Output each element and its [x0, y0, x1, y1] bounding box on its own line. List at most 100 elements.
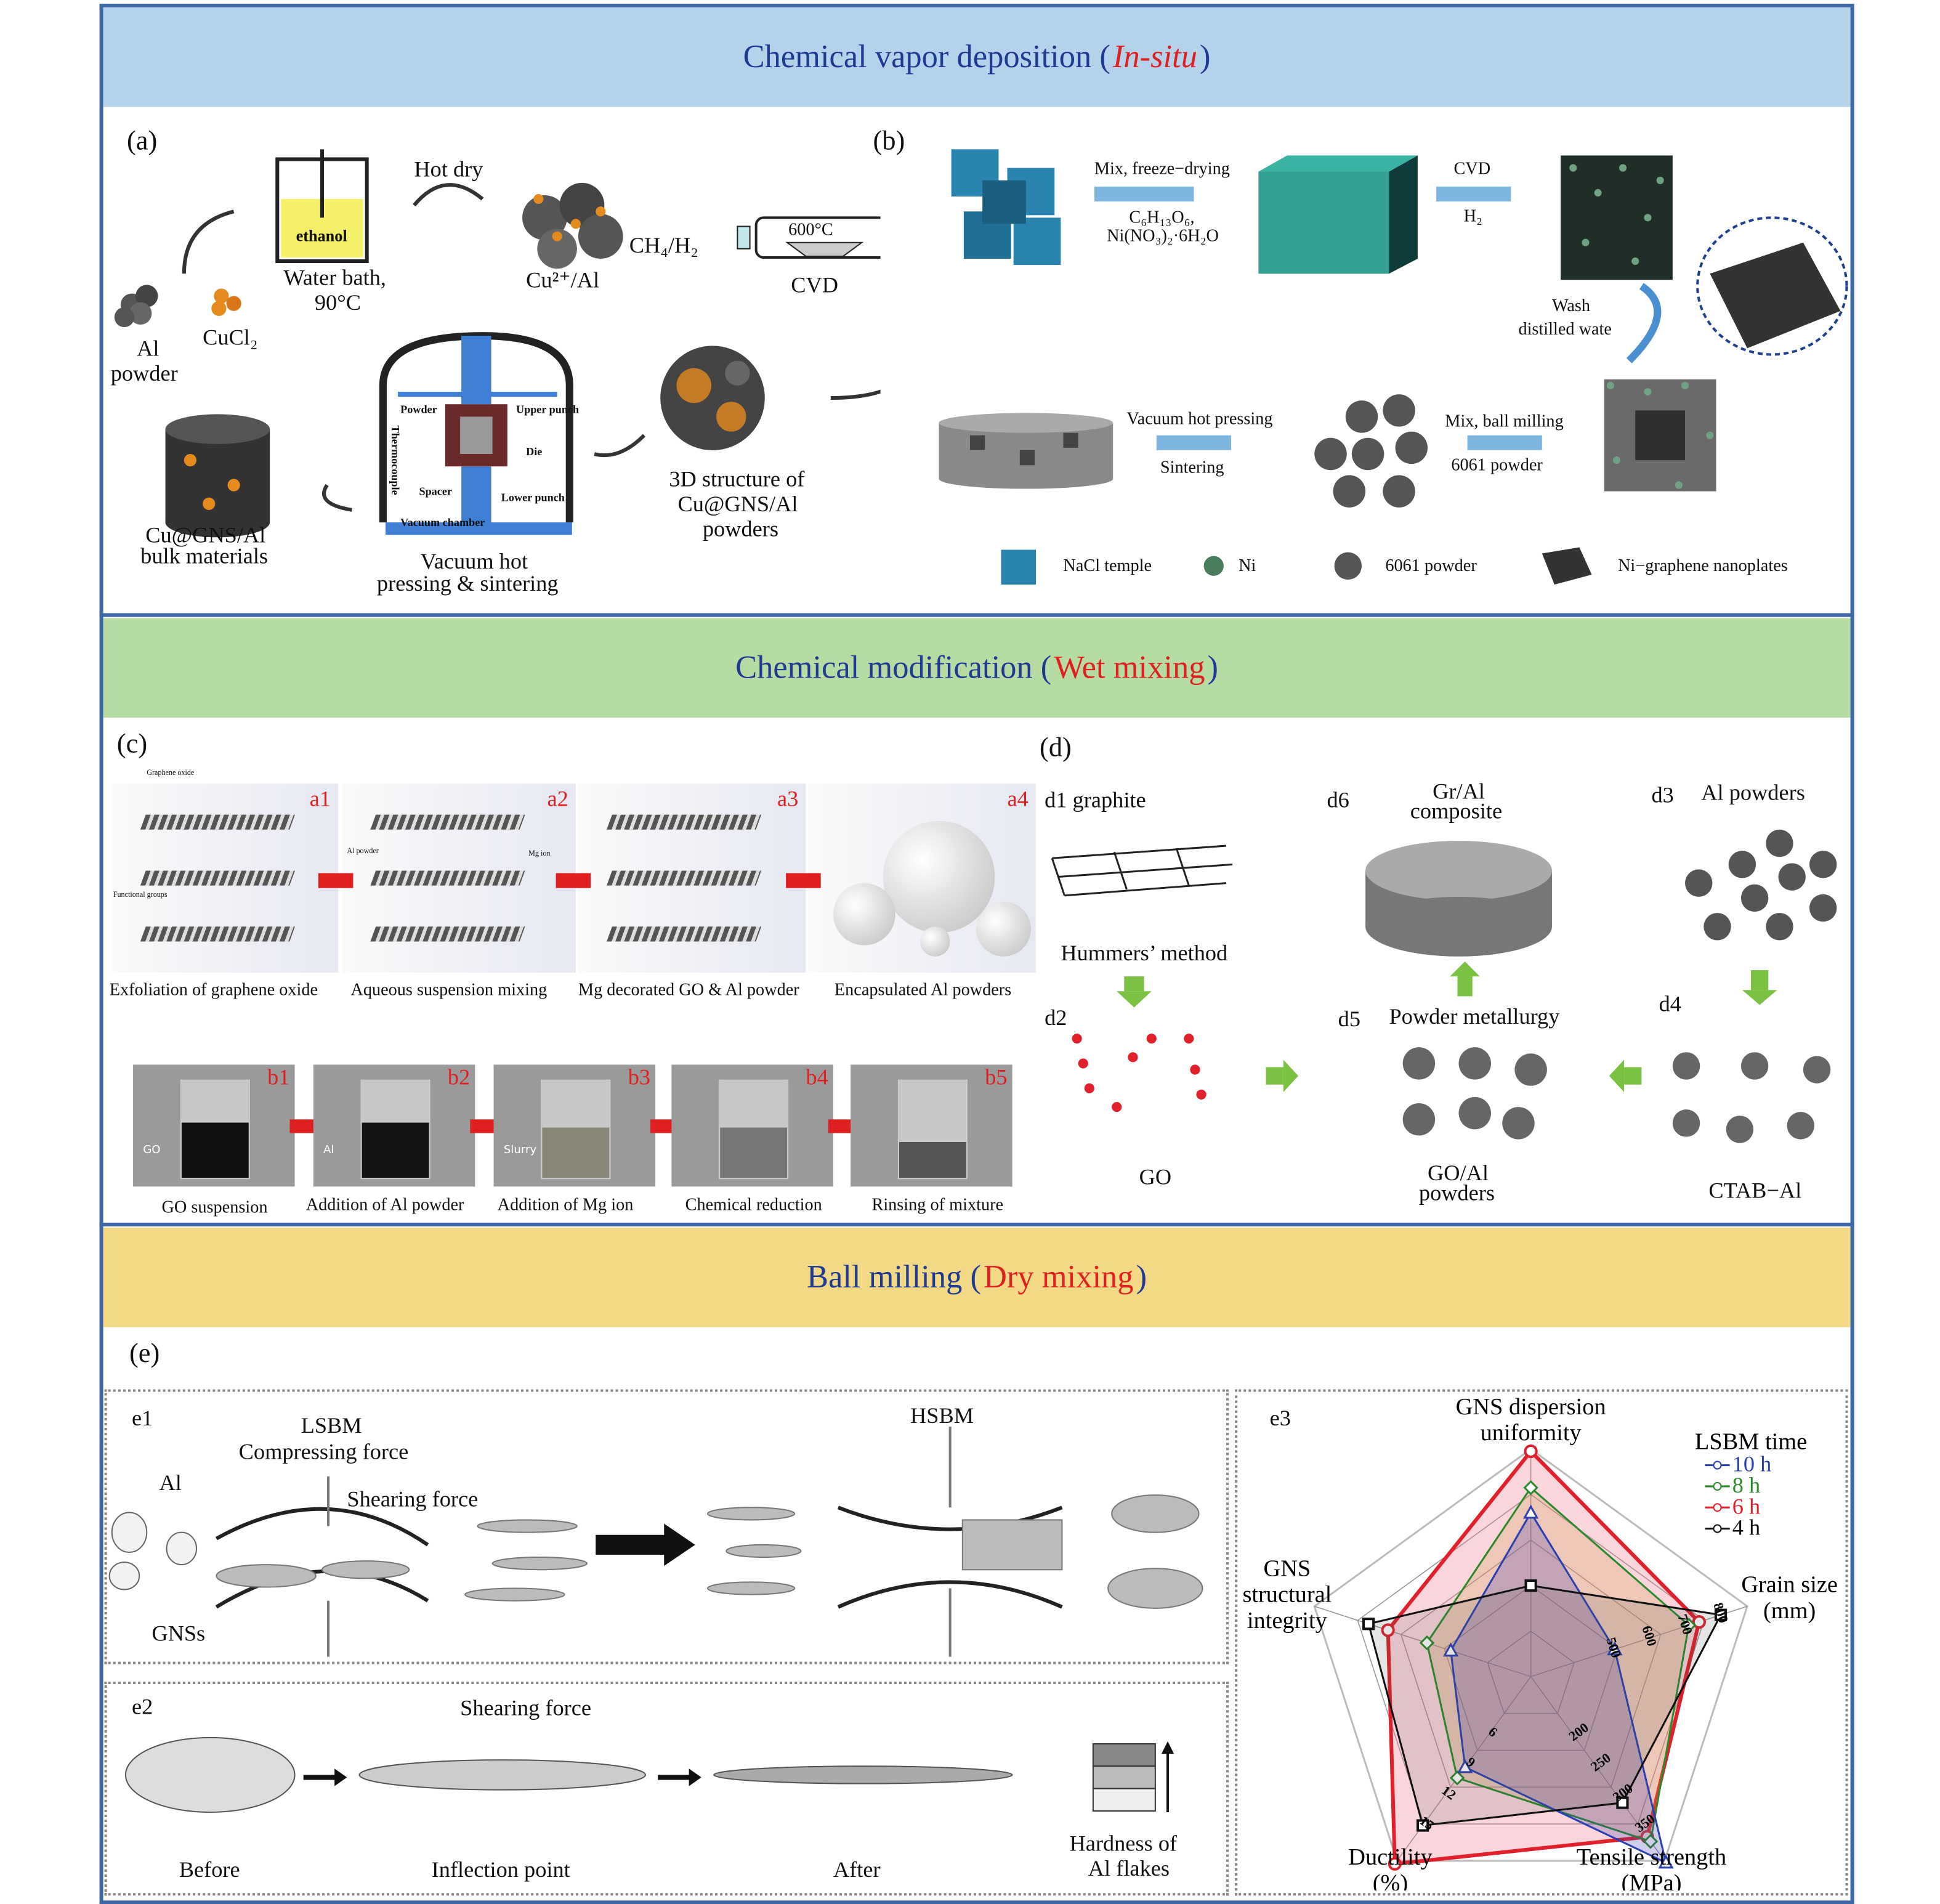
- flake-icon: [1107, 1568, 1203, 1609]
- legend-entry: 10 h: [1732, 1452, 1772, 1477]
- red-arrow-icon: [556, 873, 591, 888]
- data-point: [1658, 1854, 1674, 1869]
- mix-bot-label: 6061 powder: [1451, 456, 1543, 476]
- tag-b2: b2: [447, 1064, 471, 1090]
- hot-dry-label: Hot dry: [414, 156, 483, 182]
- data-point: [1524, 1579, 1537, 1592]
- axis-label: uniformity: [1481, 1420, 1582, 1446]
- axis-label: GNS: [1263, 1555, 1311, 1581]
- tag-b4: b4: [806, 1064, 828, 1090]
- hardness-bar-icon: [1092, 1741, 1174, 1812]
- mix-top-label: Mix, ball milling: [1445, 413, 1564, 432]
- shear2-label: Shearing force: [460, 1695, 592, 1720]
- sintered-composite-icon: [939, 413, 1113, 489]
- data-point: [1523, 1480, 1538, 1496]
- caption-b5: Rinsing of mixture: [871, 1196, 1004, 1215]
- water-bath-label: Water bath,: [283, 265, 386, 290]
- d5-label: d5: [1338, 1006, 1361, 1031]
- chem-section-header: Chemical modification (Wet mixing): [103, 618, 1851, 718]
- template-cube-icon: [1258, 155, 1418, 274]
- tag-a1: a1: [309, 786, 331, 811]
- al-powder-small-label: Al powder: [347, 848, 379, 856]
- data-point: [1416, 1819, 1429, 1832]
- data-point: [1381, 1623, 1395, 1637]
- functional-groups-small-label: Functional groups: [113, 891, 168, 899]
- grid-ring: [1313, 1448, 1748, 1862]
- go-label: GO: [1139, 1164, 1172, 1189]
- d3-label: d3: [1651, 782, 1674, 808]
- data-point: [1643, 1834, 1659, 1849]
- e2-box: [104, 1681, 1229, 1896]
- panel-e-label: (e): [129, 1337, 160, 1369]
- cu-al-particles-icon: [522, 182, 623, 269]
- caption-b2: Addition of Al powder: [305, 1196, 464, 1215]
- powder-label: powder: [110, 360, 178, 386]
- chem-title: Chemical modification (Wet mixing): [735, 649, 1219, 686]
- wash-arrow-icon: [1626, 283, 1662, 363]
- caption-b3: Addition of Mg ion: [497, 1196, 634, 1215]
- graphene-sheet: [606, 814, 762, 830]
- structure-label-2: Cu@GNS/Al: [677, 491, 798, 516]
- big-arrow-right-icon: [596, 1523, 695, 1566]
- ni-coated-cube-icon: [1604, 379, 1716, 492]
- after-particle-icon: [713, 1765, 1013, 1784]
- tag-b3: b3: [628, 1064, 651, 1090]
- beaker-icon: [360, 1079, 430, 1180]
- beaker-icon: [275, 149, 369, 264]
- green-arrow-up-icon: [1457, 976, 1473, 997]
- legend-6061-icon: [1334, 552, 1362, 580]
- bulk-label-2: bulk materials: [140, 543, 269, 569]
- hardness-label-1: Hardness of: [1069, 1831, 1178, 1856]
- panel-e-illustration: [108, 1427, 1203, 1813]
- data-point: [1607, 1641, 1623, 1656]
- press-die-label: Die: [526, 445, 543, 458]
- photo-annotation: Slurry: [503, 1144, 537, 1157]
- pm-label: Powder metallurgy: [1389, 1003, 1560, 1029]
- data-point: [1449, 1770, 1465, 1786]
- schematic-a2: a2: [342, 784, 576, 973]
- d2-label: d2: [1045, 1005, 1067, 1030]
- wash-label-1: Wash: [1551, 297, 1591, 316]
- ni-graphene-cube-icon: [1561, 155, 1673, 280]
- red-arrow-icon: [786, 873, 821, 888]
- e3-box: [1235, 1389, 1848, 1896]
- graphite-lattice-icon: [1051, 845, 1233, 897]
- cu-al-label: Cu²⁺/Al: [526, 267, 600, 293]
- green-arrow-right-icon: [1266, 1067, 1283, 1085]
- legend-entry: 6 h: [1732, 1494, 1760, 1518]
- compress-label: Compressing force: [238, 1439, 409, 1464]
- step1-bot-label-1: C₆H₁₃O₆,: [1129, 209, 1195, 228]
- ctab-al-icon: [1672, 1052, 1831, 1143]
- axis-label: integrity: [1247, 1608, 1328, 1634]
- go-al-powders-icon: [1402, 1047, 1547, 1140]
- furnace-temp-label: 600°C: [788, 221, 833, 240]
- hummers-label: Hummers’ method: [1061, 940, 1228, 965]
- step1-bot-label-2: Ni(NO₃)₂·6H₂O: [1107, 227, 1219, 246]
- water-temp-label: 90°C: [314, 290, 362, 315]
- legend-nacl-label: NaCl temple: [1063, 557, 1152, 576]
- graphene-sheet: [370, 814, 525, 830]
- cvd-label: CVD: [791, 272, 838, 298]
- go-sheets-icon: [1072, 1033, 1206, 1112]
- grid-ring: [1487, 1630, 1575, 1714]
- ethanol-label: ethanol: [296, 226, 347, 245]
- series-10h-polygon: [1450, 1510, 1668, 1865]
- green-arrow-down-icon: [1751, 970, 1769, 990]
- press-vacuum-label: Vacuum chamber: [400, 516, 485, 529]
- flake-icon: [1111, 1494, 1200, 1533]
- inflection-particle-icon: [358, 1759, 646, 1791]
- legend-title: LSBM time: [1695, 1428, 1807, 1454]
- vhp-label-1: Vacuum hot: [420, 548, 528, 573]
- structure-label-3: powders: [702, 516, 779, 541]
- nanoplate-icon: [1710, 242, 1841, 349]
- encapsulated-sphere: [883, 820, 995, 933]
- cucl2-icon: [211, 288, 241, 316]
- cucl2-label: CuCl₂: [203, 325, 258, 350]
- data-point: [1442, 1642, 1459, 1657]
- data-point: [1362, 1618, 1375, 1631]
- legend-entry: 8 h: [1732, 1473, 1760, 1497]
- hsbm-ball-surfaces: [837, 1505, 1063, 1609]
